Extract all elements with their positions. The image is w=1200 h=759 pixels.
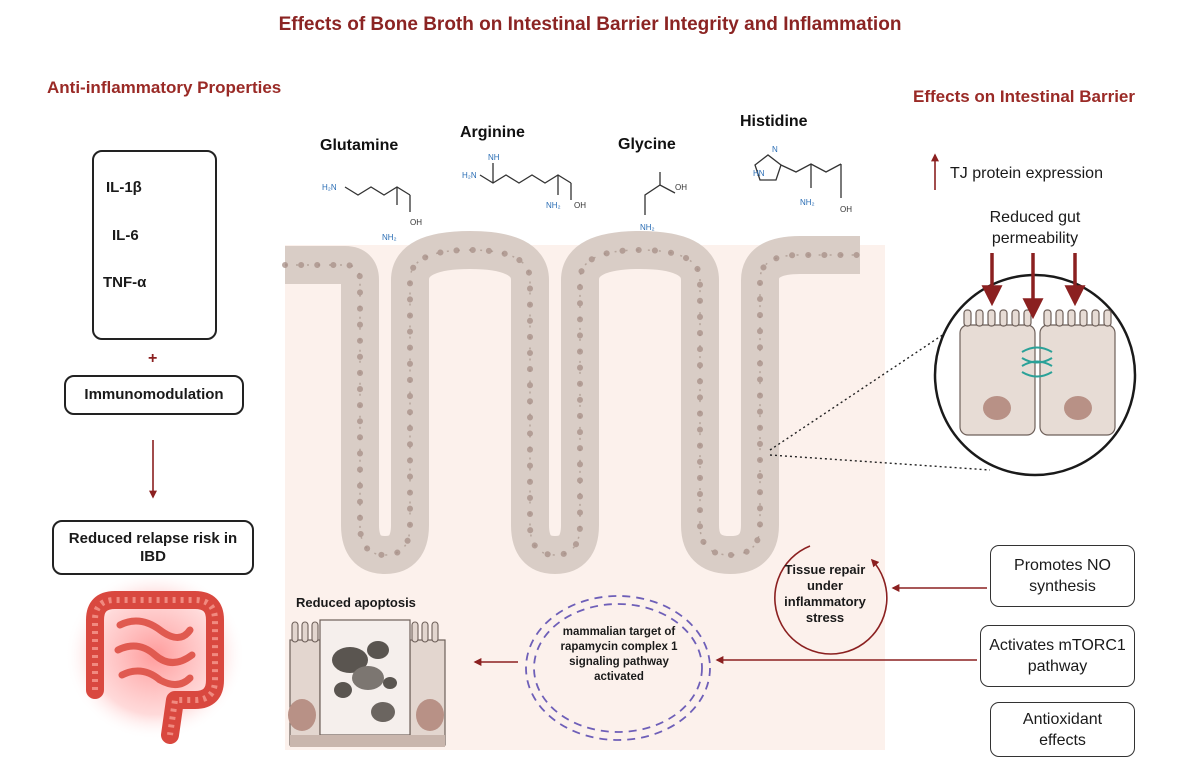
svg-text:OH: OH [675, 183, 687, 192]
mtorc1-label: mammalian target of rapamycin complex 1 … [560, 626, 678, 683]
cytokine-il6: IL-6 [112, 227, 139, 244]
tight-junction-strands [1021, 346, 1053, 378]
mechanism-no-synthesis: Promotes NO synthesis [990, 545, 1135, 607]
molecule-glycine: Glycine [618, 136, 676, 153]
relapse-risk-box: Reduced relapse risk in IBD [52, 520, 254, 575]
apoptosis-illustration [288, 619, 446, 747]
svg-text:NH₂: NH₂ [640, 223, 655, 232]
immunomodulation-box: Immunomodulation [64, 375, 244, 415]
glutamine-structure [344, 186, 411, 212]
histidine-structure [754, 154, 842, 198]
svg-text:OH: OH [410, 218, 422, 227]
mechanism-mtorc1: Activates mTORC1 pathway [980, 625, 1135, 687]
svg-text:NH: NH [488, 153, 500, 162]
page-title: Effects of Bone Broth on Intestinal Barr… [278, 14, 902, 35]
plus-sign: + [148, 350, 158, 367]
cytokine-box: IL-1β IL-6 TNF-α [92, 150, 217, 340]
mechanism-antioxidant: Antioxidant effects [990, 702, 1135, 757]
svg-text:H₂N: H₂N [462, 171, 477, 180]
gut-permeability-label: Reduced gut permeability [989, 209, 1081, 247]
svg-text:OH: OH [840, 205, 852, 214]
molecule-arginine: Arginine [460, 124, 525, 141]
svg-text:NH₂: NH₂ [382, 233, 397, 242]
svg-text:NH₂: NH₂ [800, 198, 815, 207]
svg-text:NH₂: NH₂ [546, 201, 561, 210]
section-heading-anti-inflammatory: Anti-inflammatory Properties [47, 78, 282, 97]
molecule-glutamine: Glutamine [320, 137, 399, 154]
molecule-histidine: Histidine [740, 113, 808, 130]
svg-text:H₂N: H₂N [322, 183, 337, 192]
tissue-repair-cycle [774, 545, 888, 655]
villi-epithelium [285, 231, 860, 574]
tissue-repair-label: Tissue repair under inflammatory stress [784, 562, 866, 625]
svg-text:OH: OH [574, 201, 586, 210]
arginine-structure [479, 163, 572, 200]
cytokine-il1b: IL-1β [106, 179, 142, 196]
svg-text:HN: HN [753, 169, 765, 178]
tj-protein-label: TJ protein expression [950, 165, 1103, 182]
svg-text:N: N [772, 145, 778, 154]
reduced-apoptosis-label: Reduced apoptosis [296, 595, 416, 610]
glycine-structure [644, 172, 676, 215]
section-heading-intestinal-barrier: Effects on Intestinal Barrier [913, 87, 1136, 106]
colon-illustration [65, 570, 245, 744]
cytokine-tnfa: TNF-α [103, 274, 147, 291]
